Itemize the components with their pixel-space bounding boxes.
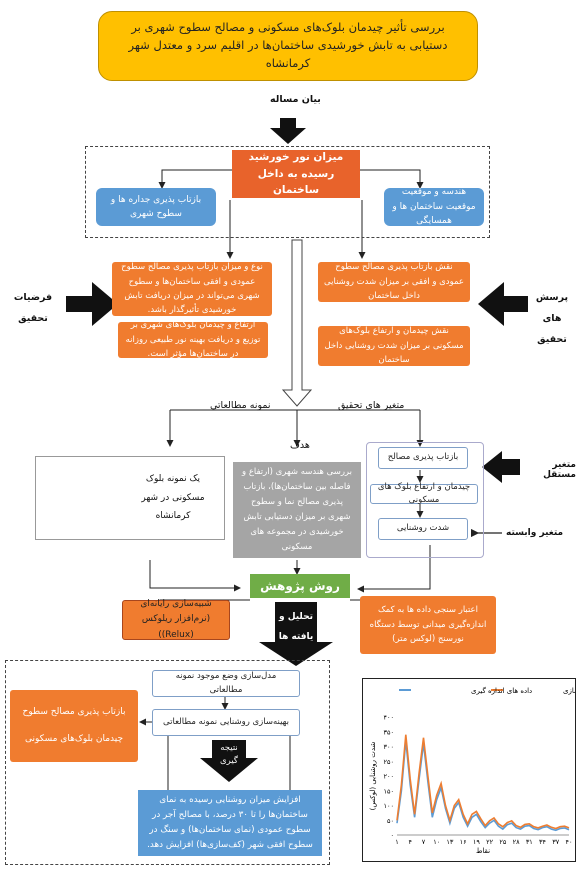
geometry-box: هندسه و موقعیت موقعیت ساختمان ها و همسای… (384, 187, 484, 226)
analysis-block-arrow (259, 602, 333, 666)
hypotheses-label: فرضیات تحقیق (13, 292, 53, 324)
x-tick-label: ۷ (422, 838, 426, 846)
x-tick-label: ۳۷ (552, 838, 559, 846)
y-tick-label: ۱۰۰ (384, 802, 394, 810)
results-panel (5, 660, 330, 865)
hypothesis-2-box: ارتفاع و چیدمان بلوک‌های شهری بر توزیع و… (118, 320, 268, 359)
x-tick-label: ۳۱ (526, 838, 533, 846)
problem-statement-label: بیان مساله (270, 94, 321, 105)
result-label: نتیجه گیری (220, 743, 238, 766)
problem-panel (85, 146, 490, 238)
question-1-box: نقش بازتاب پذیری مصالح سطوح عمودی و افقی… (318, 262, 470, 302)
y-tick-label: ۳۰۰ (384, 743, 394, 751)
y-tick-label: ۲۰۰ (384, 773, 394, 781)
to-method-l (149, 560, 241, 592)
y-tick-label: ۴۰۰ (384, 714, 394, 722)
variable-2-box: چیدمان و ارتفاع بلوک های مسکونی (370, 482, 478, 505)
questions-label: پرسش های تحقیق (535, 292, 569, 345)
block-arrow-down-1 (270, 118, 306, 144)
line-chart: ۰ ۵۰ ۱۰۰ ۱۵۰ ۲۰۰ ۲۵۰ ۳۰۰ ۳۵۰ ۴۰۰ ۱ ۴ ۷ ۱۰ ۱۳ ۱۶ ۱۹ ۲۲ ۲۵ ۲… (369, 686, 579, 855)
method-box: روش پژوهش (250, 574, 350, 598)
connector-sun-left (158, 169, 232, 189)
central-hollow-arrow (281, 239, 313, 407)
dependent-label: متغیر وابسته (506, 528, 564, 538)
independent-label: متغیر مستقل (543, 460, 576, 480)
reflect-layout-box: بازتاب پذیری مصالح سطوح چیدمان بلوک‌های … (10, 690, 138, 762)
series-line-1 (396, 740, 570, 832)
question-2-box: نقش چیدمان و ارتفاع بلوک‌های مسکونی بر م… (318, 326, 470, 366)
hypothesis-1-box: نوع و میزان بازتاب پذیری مصالح سطوح عمود… (112, 262, 272, 316)
chart-panel: ۰ ۵۰ ۱۰۰ ۱۵۰ ۲۰۰ ۲۵۰ ۳۰۰ ۳۵۰ ۴۰۰ ۱ ۴ ۷ ۱۰ ۱۳ ۱۶ ۱۹ ۲۲ ۲۵ ۲… (362, 678, 579, 862)
to-method-r (357, 545, 431, 593)
variables-label: متغیر های تحقیق (338, 400, 405, 411)
case-study-label: نمونه مطالعاتی (210, 400, 271, 411)
y-axis-label: شدت روشنایی (لوکس) (369, 742, 377, 811)
conclusion-box: افزایش میزان روشنایی رسیده به نمای ساختم… (138, 790, 322, 856)
layout-text: چیدمان بلوک‌های مسکونی (24, 734, 124, 744)
independent-arrow (482, 451, 520, 483)
hypotheses-arrow (66, 282, 118, 326)
goal-box: بررسی هندسه شهری (ارتفاع و فاصله بین ساخ… (233, 462, 361, 558)
reflectivity-box: بازتاب پذیری جداره ها و سطوح شهری (96, 188, 216, 226)
result-block-arrow (200, 740, 258, 782)
y-tick-label: ۳۵۰ (384, 728, 394, 736)
x-axis-label: نقاط (476, 847, 490, 855)
x-tick-label: ۴ (408, 838, 412, 846)
model-box: مدل‌سازی وضع موجود نمونه مطالعاتی (152, 670, 300, 697)
case-study-box: یک نمونه بلوک مسکونی در شهر کرمانشاه (35, 456, 225, 540)
x-tick-label: ۱۰ (433, 838, 440, 846)
x-tick-label: ۲۵ (499, 838, 506, 846)
title-box: بررسی تأثیر چیدمان بلوک‌های مسکونی و مصا… (98, 11, 478, 81)
x-tick-label: ۱۳ (446, 838, 453, 846)
reflect-text: بازتاب پذیری مصالح سطوح (22, 706, 126, 717)
validation-box: اعتبار سنجی داده ها به کمک اندازه‌گیری م… (360, 596, 496, 654)
analysis-label: تحلیل و یافته ها (278, 612, 314, 642)
variable-3-box: شدت روشنایی (378, 518, 468, 540)
simulation-box: شبیه‌سازی رایانه‌ای (نرم‌افزار ریلوکس (R… (122, 599, 230, 640)
x-tick-label: ۱۹ (473, 838, 480, 846)
x-tick-label: ۲۲ (486, 838, 493, 846)
questions-arrow (478, 282, 528, 326)
legend-label: داده های شبیه سازی (563, 687, 575, 695)
x-tick-label: ۲۸ (513, 838, 520, 846)
y-tick-label: ۲۵۰ (384, 758, 394, 766)
x-tick-label: ۱ (395, 838, 399, 846)
variable-1-box: بازتاب پذیری مصالح (378, 447, 468, 469)
connector-sun-right (360, 169, 424, 189)
variables-frame (366, 442, 484, 558)
sunlight-box: میزان نور خورشید رسیده به داخل ساختمان (232, 150, 360, 198)
series-line-2 (396, 734, 570, 830)
x-tick-label: ۱۶ (460, 838, 467, 846)
y-tick-label: ۵۰ (387, 817, 394, 825)
goal-label: هدف (290, 440, 310, 451)
x-tick-label: ۳۴ (539, 838, 546, 846)
x-tick-label: ۴۰ (566, 838, 573, 846)
legend-label: داده های اندازه گیری (471, 686, 532, 695)
y-tick-label: ۰ (391, 832, 395, 840)
y-tick-label: ۱۵۰ (384, 787, 394, 795)
optimize-box: بهینه‌سازی روشنایی نمونه مطالعاتی (152, 709, 300, 736)
